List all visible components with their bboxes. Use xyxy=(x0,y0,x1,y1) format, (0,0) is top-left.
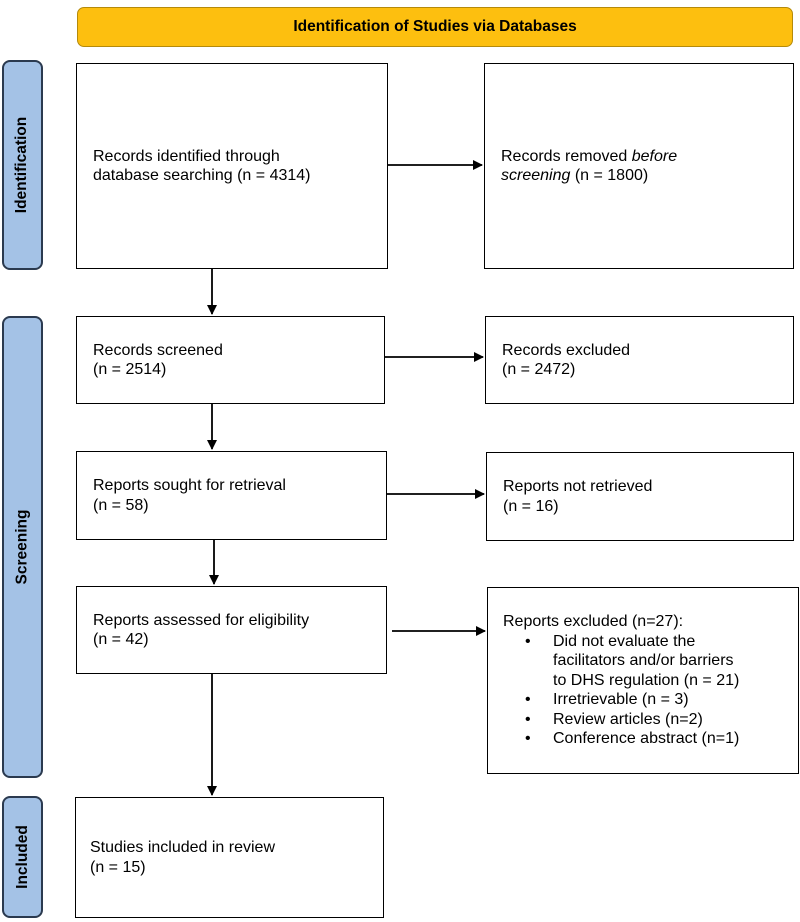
exclusion-reasons-list: Did not evaluate the facilitators and/or… xyxy=(503,632,798,749)
records-removed-text: Records removed xyxy=(501,147,632,165)
records-screened-line1: Records screened xyxy=(93,341,223,359)
reports-sought-box: Reports sought for retrieval (n = 58) xyxy=(76,451,387,540)
exclusion-reason-line: Irretrievable (n = 3) xyxy=(553,691,689,709)
records-screened-line2: (n = 2514) xyxy=(93,361,167,378)
records-removed-line2: screening (n = 1800) xyxy=(501,166,793,186)
identification-header: Identification of Studies via Databases xyxy=(77,7,793,47)
records-removed-line1: Records removed before xyxy=(501,147,793,167)
exclusion-reason: Irretrievable (n = 3) xyxy=(503,690,798,710)
records-excluded-line2: (n = 2472) xyxy=(502,361,576,378)
reports-not-retrieved-line1: Reports not retrieved xyxy=(503,478,653,495)
studies-included-line2: (n = 15) xyxy=(90,858,146,876)
records-removed-box: Records removed before screening (n = 18… xyxy=(484,63,794,269)
records-excluded-box: Records excluded (n = 2472) xyxy=(485,316,794,404)
exclusion-reason-line: Conference abstract (n=1) xyxy=(553,730,740,748)
reports-sought-line1: Reports sought for retrieval xyxy=(93,477,286,494)
exclusion-reason: Conference abstract (n=1) xyxy=(503,729,798,749)
reports-not-retrieved-box: Reports not retrieved (n = 16) xyxy=(486,452,794,541)
reports-excluded-title: Reports excluded (n=27): xyxy=(503,613,684,631)
reports-not-retrieved-line2: (n = 16) xyxy=(503,497,559,515)
reports-sought-line2: (n = 58) xyxy=(93,496,149,514)
reports-excluded-box: Reports excluded (n=27): Did not evaluat… xyxy=(487,587,799,774)
phase-included: Included xyxy=(2,796,43,918)
records-identified-line1: Records identified through xyxy=(93,147,280,165)
records-screened-box: Records screened (n = 2514) xyxy=(76,316,385,404)
exclusion-reason: Review articles (n=2) xyxy=(503,710,798,730)
records-removed-count: (n = 1800) xyxy=(570,167,649,184)
reports-assessed-line1: Reports assessed for eligibility xyxy=(93,611,310,629)
exclusion-reason-line: Review articles (n=2) xyxy=(553,710,703,728)
exclusion-reason-line: facilitators and/or barriers xyxy=(553,652,734,670)
phase-screening: Screening xyxy=(2,316,43,778)
records-removed-emphasis-2: screening xyxy=(501,167,571,184)
exclusion-reason-line: to DHS regulation (n = 21) xyxy=(553,671,740,689)
phase-identification: Identification xyxy=(2,60,43,270)
records-identified-line2: database searching (n = 4314) xyxy=(93,167,311,184)
exclusion-reason: Did not evaluate the facilitators and/or… xyxy=(503,632,798,691)
header-title: Identification of Studies via Databases xyxy=(293,18,577,35)
records-removed-emphasis: before xyxy=(631,147,678,165)
studies-included-box: Studies included in review (n = 15) xyxy=(75,797,384,918)
reports-assessed-box: Reports assessed for eligibility (n = 42… xyxy=(76,586,387,674)
records-excluded-line1: Records excluded xyxy=(502,341,631,359)
reports-assessed-line2: (n = 42) xyxy=(93,631,149,648)
exclusion-reason-line: Did not evaluate the xyxy=(553,632,696,650)
studies-included-line1: Studies included in review xyxy=(90,839,275,856)
records-identified-box: Records identified through database sear… xyxy=(76,63,388,269)
